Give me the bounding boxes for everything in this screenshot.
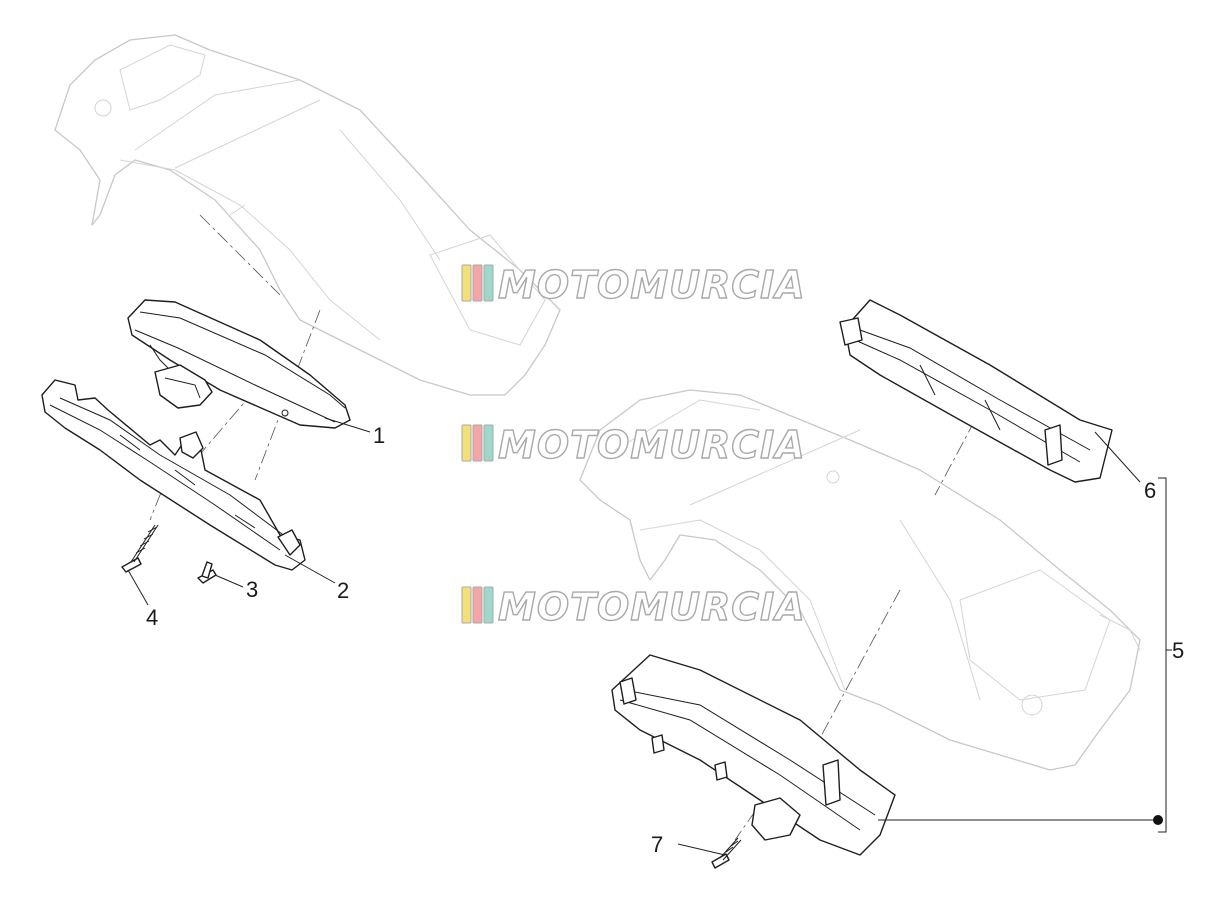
callout-2: 2 bbox=[337, 578, 349, 603]
callout-1: 1 bbox=[373, 423, 385, 448]
leader-lines bbox=[127, 417, 1172, 856]
watermark-1: MOTOMURCIA bbox=[461, 262, 806, 308]
callout-3: 3 bbox=[246, 577, 258, 602]
instrument-cluster bbox=[127, 299, 351, 429]
instrument-cluster-unit-bottom bbox=[611, 654, 896, 856]
callout-6: 6 bbox=[1144, 478, 1156, 503]
callout-numbers: 1 2 3 4 5 6 7 bbox=[146, 423, 1184, 857]
short-screw bbox=[197, 561, 217, 584]
svg-text:MOTOMURCIA: MOTOMURCIA bbox=[498, 585, 806, 629]
cluster-support-bracket bbox=[41, 379, 306, 571]
callout-7: 7 bbox=[651, 832, 663, 857]
callout-5: 5 bbox=[1172, 638, 1184, 663]
long-screw bbox=[121, 524, 159, 573]
callout-4: 4 bbox=[146, 605, 158, 630]
instrument-cluster-unit-top bbox=[839, 299, 1113, 483]
svg-text:MOTOMURCIA: MOTOMURCIA bbox=[498, 263, 806, 307]
handlebar-cover-ghost-left bbox=[54, 34, 561, 396]
watermark-2: MOTOMURCIA bbox=[461, 422, 806, 468]
svg-text:MOTOMURCIA: MOTOMURCIA bbox=[498, 423, 806, 467]
watermark-3: MOTOMURCIA bbox=[461, 584, 806, 630]
handlebar-cover-ghost-right bbox=[579, 389, 1141, 771]
assembly-dot bbox=[1153, 815, 1163, 825]
